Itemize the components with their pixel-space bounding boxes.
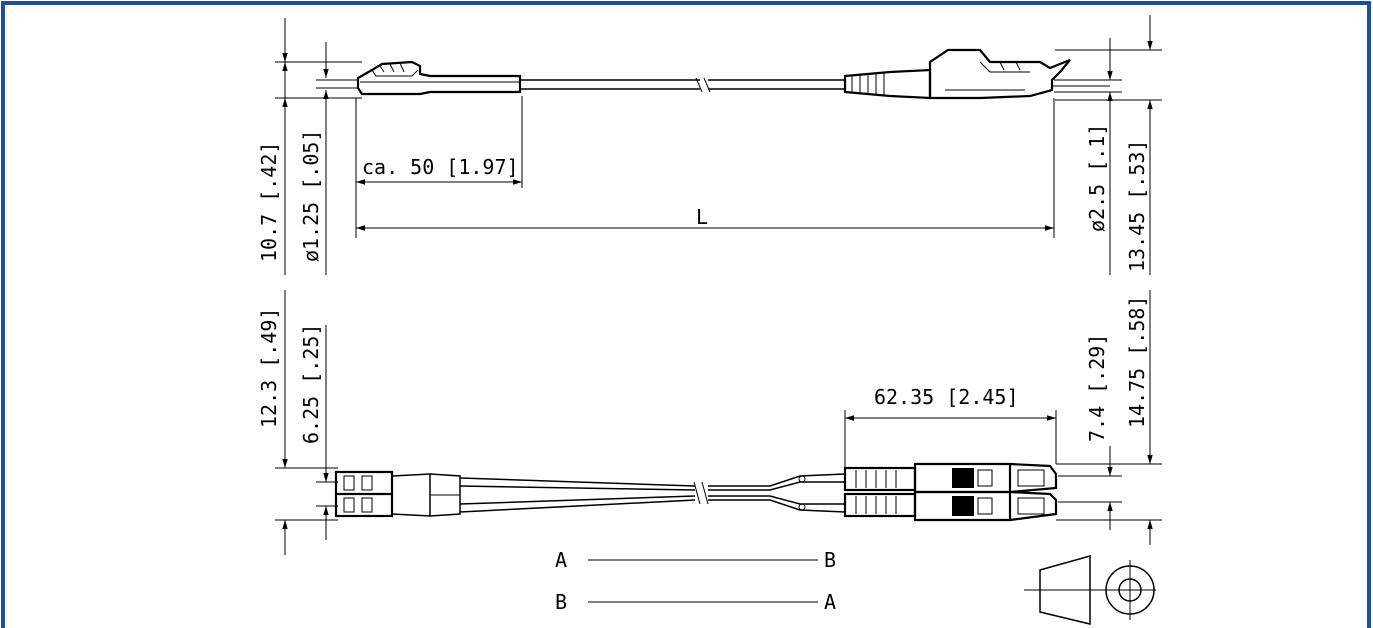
left-duplex-connector [334,470,461,518]
top-dim-left-inner: ø1.25 [.05] [299,130,323,262]
bottom-dim-left-outer: 12.3 [.49] [257,308,281,428]
top-dim-pigtail: ca. 50 [1.97] [362,155,519,179]
right-duplex-connector [843,462,1058,522]
polarity-row1-left: A [555,548,567,572]
right-connector-side [843,48,1110,100]
top-cable [520,77,845,93]
polarity-row2-left: B [555,590,567,614]
bottom-dim-right-outer: 14.75 [.58] [1125,296,1149,428]
length-dimension: L [356,98,1055,238]
top-view: 10.7 [.42] ø1.25 [.05] ca. 50 [1.97] L [257,15,1162,275]
third-angle-projection-icon [1024,555,1156,625]
bottom-view: 12.3 [.49] 6.25 [.25] 62.35 [2.45] 7.4 [… [257,290,1162,555]
polarity-row1-right: B [824,548,836,572]
left-connector-side [350,60,522,96]
bottom-dim-connector: 62.35 [2.45] [874,385,1019,409]
connector-length-dimension: 62.35 [2.45] [844,385,1057,468]
bottom-left-dimensions: 12.3 [.49] 6.25 [.25] [257,290,338,555]
pigtail-dimension: ca. 50 [1.97] [355,96,523,238]
bottom-dim-right-inner: 7.4 [.29] [1085,334,1109,442]
top-left-dimensions: 10.7 [.42] ø1.25 [.05] [257,18,362,275]
polarity-legend: A B B A [555,548,836,614]
bottom-dim-left-inner: 6.25 [.25] [299,324,323,444]
polarity-row2-right: A [824,590,836,614]
bottom-right-dimensions: 7.4 [.29] 14.75 [.58] [1056,290,1162,545]
top-dim-left-outer: 10.7 [.42] [257,142,281,262]
top-dim-right-inner: ø2.5 [.1] [1085,124,1109,232]
top-dim-right-outer: 13.45 [.53] [1125,140,1149,272]
bottom-cables [459,473,846,513]
top-dim-length: L [696,205,708,229]
top-right-dimensions: ø2.5 [.1] 13.45 [.53] [1054,15,1162,275]
